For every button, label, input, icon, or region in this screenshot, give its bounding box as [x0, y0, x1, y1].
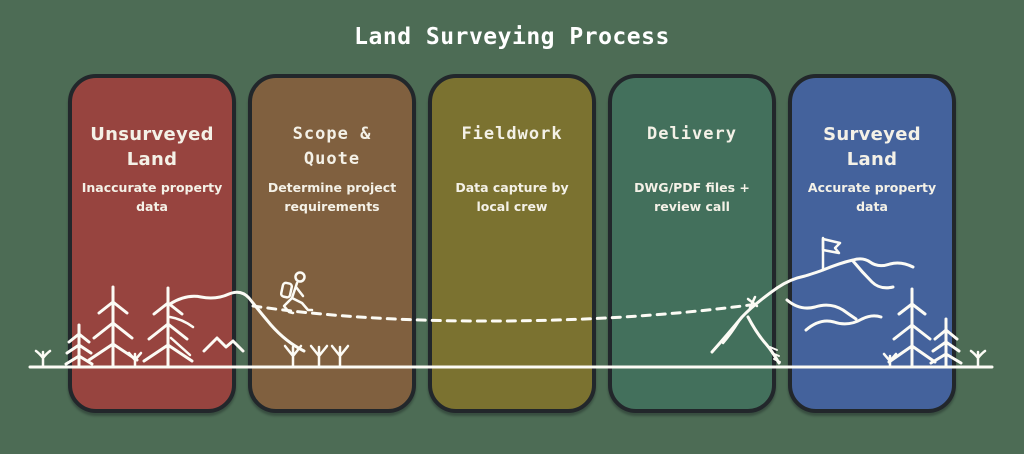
seedling-icon — [969, 349, 987, 369]
card-unsurveyed-land: Unsurveyed Land Inaccurate property data — [68, 74, 236, 413]
card-subtitle: Accurate property data — [807, 180, 937, 215]
page-title: Land Surveying Process — [354, 24, 670, 50]
card-title: Surveyed Land — [823, 124, 921, 171]
card-subtitle: DWG/PDF files + review call — [634, 180, 750, 215]
card-subtitle: Data capture by local crew — [455, 180, 569, 215]
card-title: Unsurveyed Land — [90, 124, 214, 171]
card-title: Scope & Quote — [292, 124, 372, 169]
card-surveyed-land: Surveyed Land Accurate property data — [788, 74, 956, 413]
card-title: Fieldwork — [461, 124, 563, 144]
seedling-icon — [34, 349, 52, 369]
card-scope-quote: Scope & Quote Determine project requirem… — [248, 74, 416, 413]
card-delivery: Delivery DWG/PDF files + review call — [608, 74, 776, 413]
card-fieldwork: Fieldwork Data capture by local crew — [428, 74, 596, 413]
card-title: Delivery — [647, 124, 737, 144]
card-subtitle: Determine project requirements — [267, 180, 397, 215]
card-subtitle: Inaccurate property data — [81, 180, 223, 215]
